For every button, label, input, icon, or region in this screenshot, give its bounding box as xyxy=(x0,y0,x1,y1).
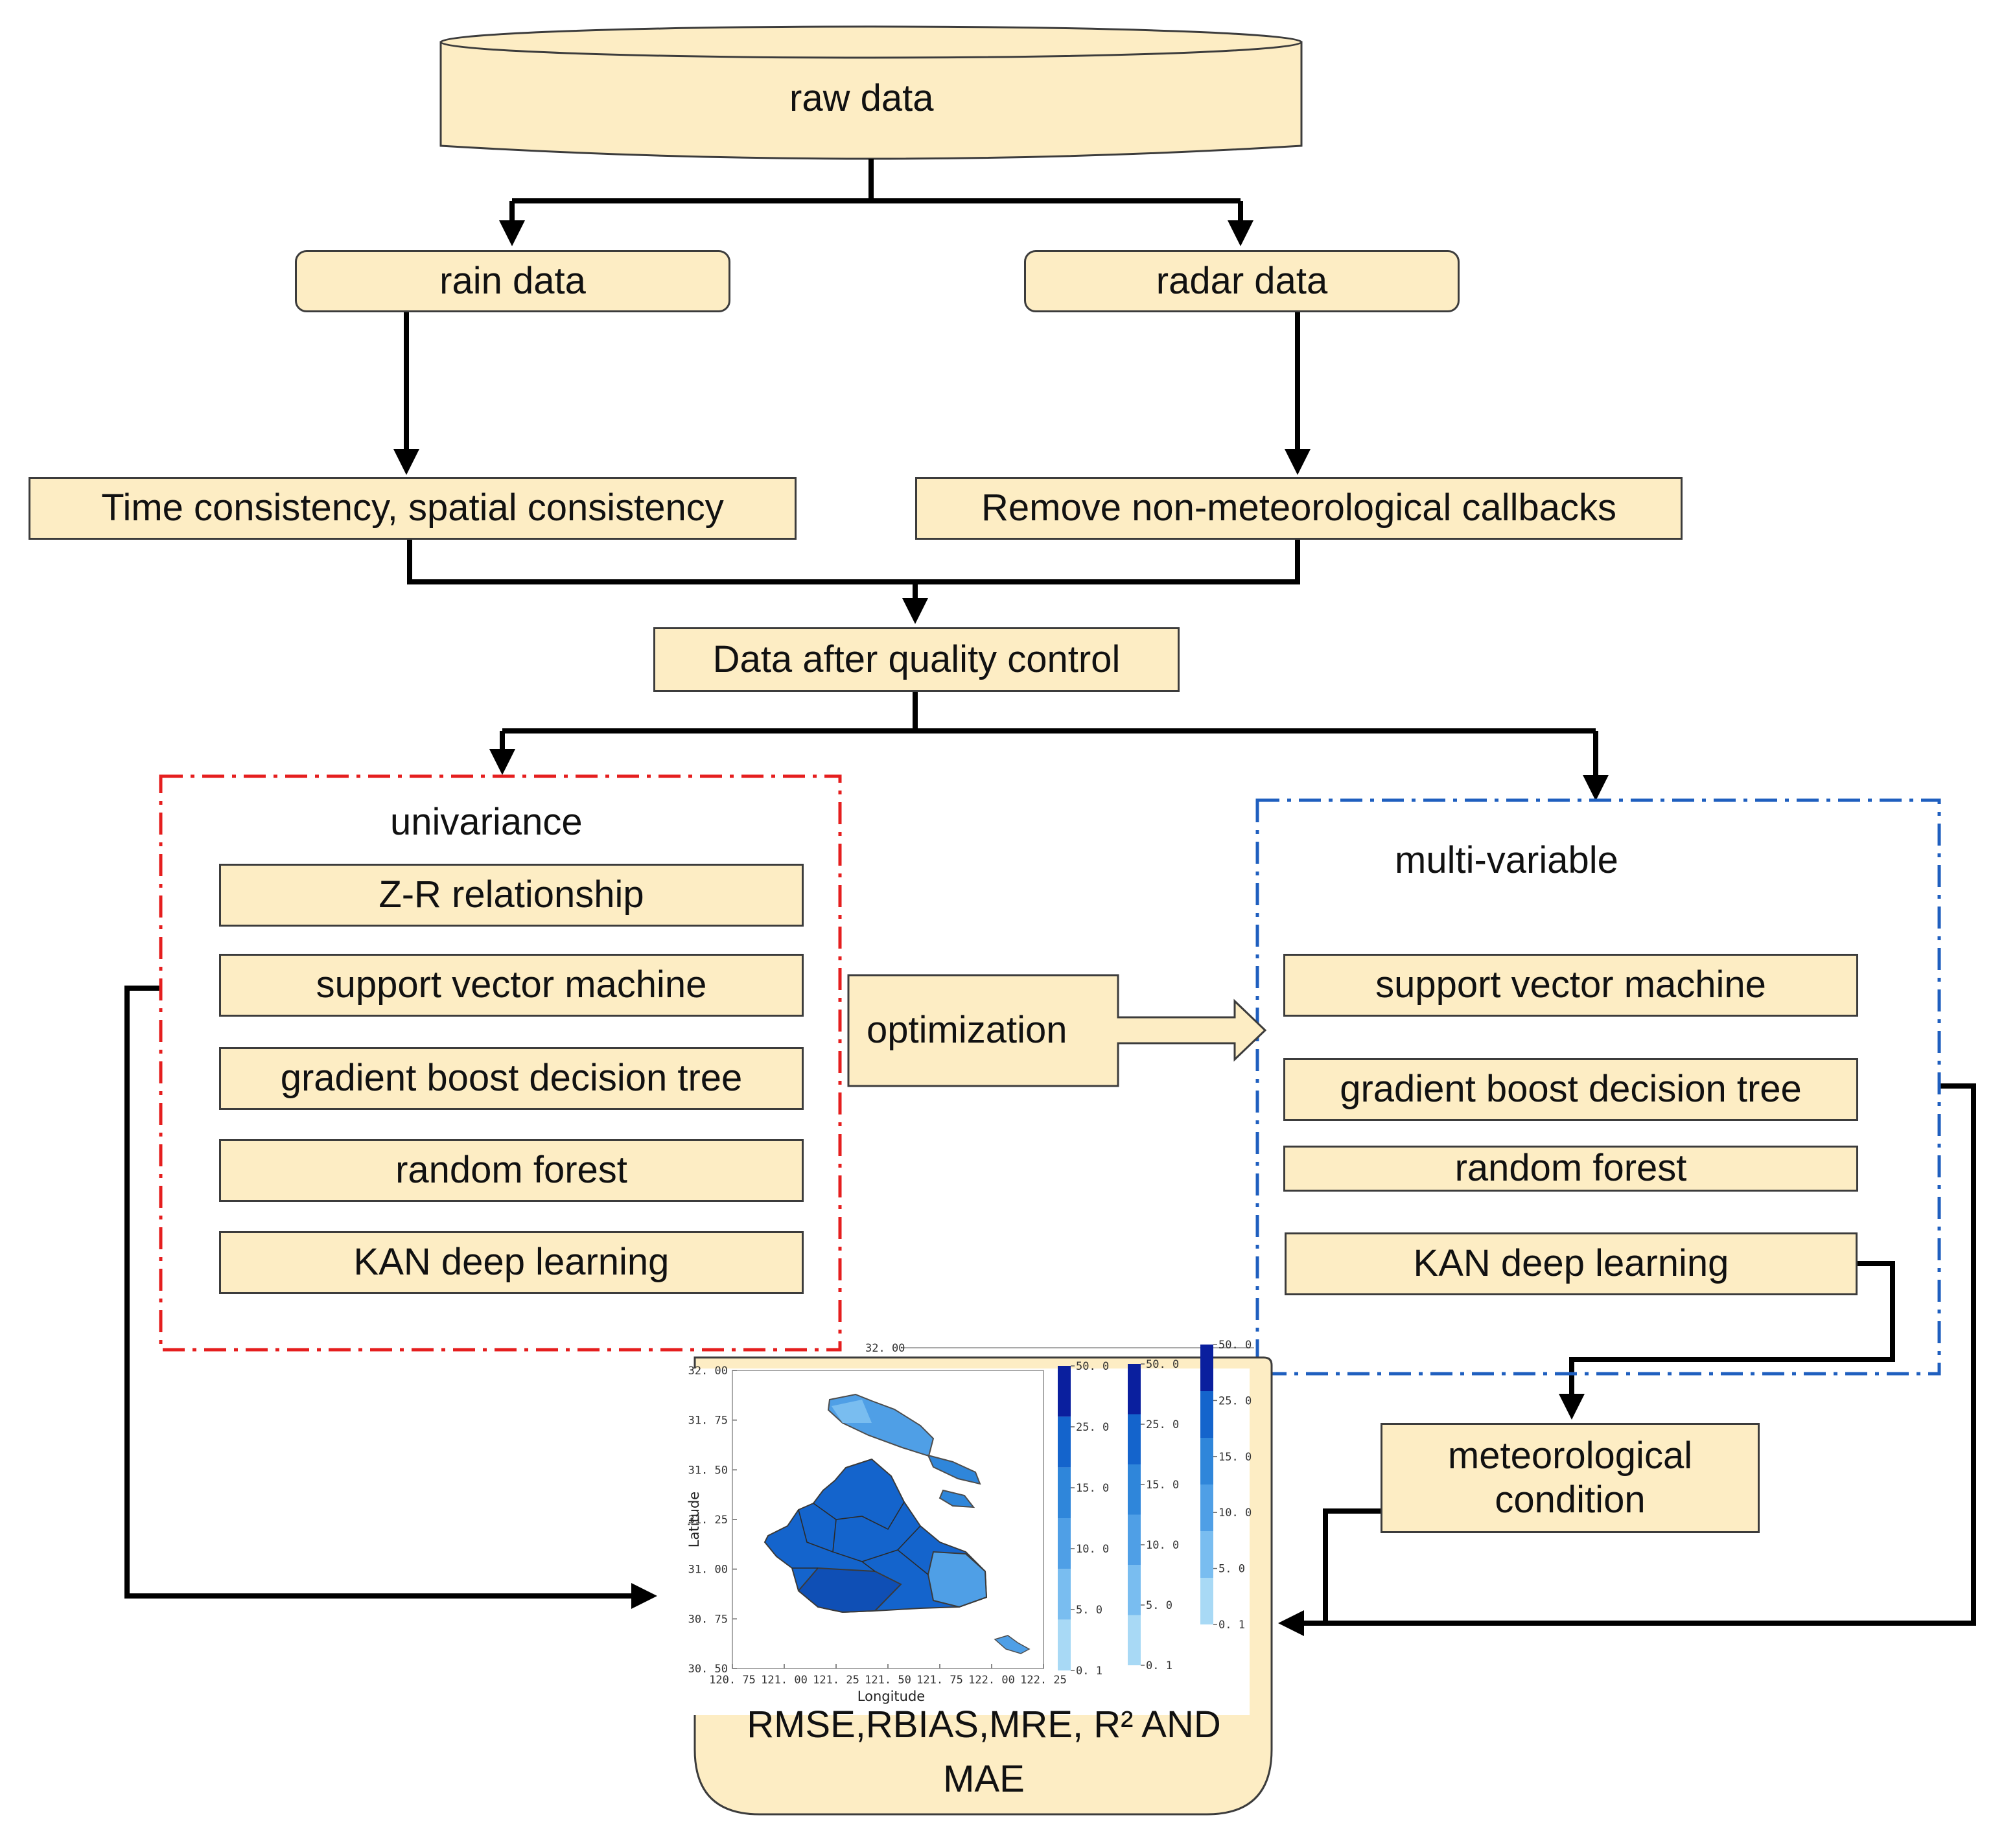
evaluation-metrics: RMSE,RBIAS,MRE, R² AND MAE xyxy=(700,1698,1268,1807)
colorbar-label: 10. 0 xyxy=(1218,1507,1252,1519)
colorbar-segment xyxy=(1128,1414,1141,1464)
colorbar-label: 15. 0 xyxy=(1076,1482,1109,1495)
flow-lines xyxy=(124,159,1976,1636)
multi-item-random-forest: random forest xyxy=(1283,1146,1858,1192)
colorbar-label: 15. 0 xyxy=(1146,1479,1179,1492)
island-hengsha xyxy=(938,1489,975,1508)
metrics-line-1: RMSE,RBIAS,MRE, R² AND xyxy=(747,1704,1221,1746)
colorbar-segment xyxy=(1200,1345,1213,1391)
colorbar-label: 25. 0 xyxy=(1218,1394,1252,1407)
colorbar-label: 25. 0 xyxy=(1076,1421,1109,1434)
raw-data-label: raw data xyxy=(789,77,934,119)
multivariable-title: multi-variable xyxy=(1395,839,1618,881)
y-tick-label: 31. 50 xyxy=(688,1464,728,1477)
uni-item-kan: KAN deep learning xyxy=(219,1231,804,1294)
x-tick-label: 122. 25 xyxy=(1020,1674,1067,1687)
y-tick-label: 31. 25 xyxy=(688,1514,728,1527)
arrow-multivariable-to-evaluation xyxy=(1278,1083,1976,1636)
y-tick-label: 31. 00 xyxy=(688,1564,728,1577)
x-tick-label: 121. 50 xyxy=(865,1674,911,1687)
y-tick-label: 32. 00 xyxy=(688,1365,728,1378)
uni-item-zr: Z-R relationship xyxy=(219,864,804,927)
x-tick-label: 120. 75 xyxy=(709,1674,756,1687)
arrow-to-meteorological-condition xyxy=(1559,1261,1895,1420)
colorbar-label: 10. 0 xyxy=(1146,1539,1179,1552)
colorbar-segment xyxy=(1128,1615,1141,1665)
time-spatial-consistency-box: Time consistency, spatial consistency xyxy=(29,477,797,540)
small-islands xyxy=(994,1635,1031,1654)
multi-item-svm: support vector machine xyxy=(1283,954,1858,1017)
colorbar-segment xyxy=(1058,1366,1071,1417)
colorbar-segment xyxy=(1058,1467,1071,1518)
optimization-label: optimization xyxy=(867,1009,1067,1051)
rain-data-box: rain data xyxy=(295,250,730,312)
region-south xyxy=(797,1567,902,1613)
remove-callbacks-box: Remove non-meteorological callbacks xyxy=(915,477,1683,540)
colorbar-segment xyxy=(1200,1531,1213,1578)
colorbars: 50. 0 25. 0 15. 0 10. 0 5. 0 0. 1 50. 0 25. 0 15… xyxy=(1058,1339,1252,1678)
y-tick-label: 30. 75 xyxy=(688,1613,728,1626)
y-tick-labels: 32. 00 31. 75 31. 50 31. 25 31. 00 30. 75 30. … xyxy=(688,1365,737,1676)
uni-item-svm: support vector machine xyxy=(219,954,804,1017)
x-tick-label: 121. 00 xyxy=(761,1674,808,1687)
colorbar-segment xyxy=(1200,1578,1213,1624)
y-tick-label: 31. 75 xyxy=(688,1415,728,1427)
colorbar-label: 50. 0 xyxy=(1218,1339,1252,1352)
map-top-tick: 32. 00 xyxy=(865,1342,905,1355)
district-borders xyxy=(792,1501,929,1575)
colorbar-segment xyxy=(1058,1569,1071,1620)
colorbar-segment xyxy=(1128,1364,1141,1415)
x-tick-label: 121. 75 xyxy=(916,1674,963,1687)
map-xlabel: Longitude xyxy=(857,1689,925,1704)
arrow-univariance-to-evaluation xyxy=(124,986,657,1609)
x-tick-label: 121. 25 xyxy=(813,1674,859,1687)
colorbar-label: 0. 1 xyxy=(1146,1659,1172,1672)
uni-item-gbdt: gradient boost decision tree xyxy=(219,1047,804,1110)
meteorological-condition-box: meteorological condition xyxy=(1381,1423,1760,1533)
x-tick-label: 122. 00 xyxy=(968,1674,1015,1687)
colorbar-label: 50. 0 xyxy=(1076,1360,1109,1373)
colorbar-segment xyxy=(1200,1391,1213,1438)
univariance-frame xyxy=(159,774,842,1352)
colorbar-segment xyxy=(1128,1565,1141,1615)
multi-item-kan: KAN deep learning xyxy=(1285,1232,1858,1295)
colorbar-label: 10. 0 xyxy=(1076,1543,1109,1556)
raw-data-cylinder xyxy=(439,25,1303,160)
colorbar-label: 0. 1 xyxy=(1218,1619,1245,1632)
colorbar-1: 50. 0 25. 0 15. 0 10. 0 5. 0 0. 1 xyxy=(1058,1360,1109,1678)
map-ylabel: Latitude xyxy=(686,1492,702,1547)
merge-line xyxy=(407,540,1300,584)
colorbar-2: 50. 0 25. 0 15. 0 10. 0 5. 0 0. 1 xyxy=(1128,1358,1179,1672)
colorbar-segment xyxy=(1200,1484,1213,1531)
colorbar-segment xyxy=(1058,1416,1071,1468)
colorbar-label: 50. 0 xyxy=(1146,1358,1179,1371)
region-east xyxy=(927,1551,988,1608)
colorbar-label: 5. 0 xyxy=(1076,1604,1102,1617)
colorbar-segment xyxy=(1128,1464,1141,1515)
island-changxing xyxy=(927,1454,981,1485)
x-tick-labels: 120. 75 121. 00 121. 25 121. 50 121. 75 122. … xyxy=(709,1664,1067,1687)
colorbar-label: 5. 0 xyxy=(1218,1563,1245,1576)
y-tick-label: 30. 50 xyxy=(688,1663,728,1676)
rainfall-map-figure: 32. 00 32. 00 31. 75 31. 50 31. 25 31. 00 30.… xyxy=(679,1339,1254,1715)
colorbar-segment xyxy=(1058,1518,1071,1569)
uni-item-random-forest: random forest xyxy=(219,1139,804,1202)
colorbar-3: 50. 0 25. 0 15. 0 10. 0 5. 0 0. 1 xyxy=(1200,1339,1252,1632)
multi-item-gbdt: gradient boost decision tree xyxy=(1283,1058,1858,1121)
optimization-arrow xyxy=(847,974,1267,1087)
multivariable-frame xyxy=(1255,798,1941,1376)
quality-control-box: Data after quality control xyxy=(653,627,1180,692)
colorbar-label: 5. 0 xyxy=(1146,1599,1172,1612)
radar-data-box: radar data xyxy=(1024,250,1460,312)
metrics-line-2: MAE xyxy=(943,1758,1025,1801)
colorbar-segment xyxy=(1128,1514,1141,1565)
colorbar-segment xyxy=(1200,1438,1213,1484)
meteorological-to-evaluation-line xyxy=(1323,1508,1381,1623)
colorbar-label: 0. 1 xyxy=(1076,1665,1102,1678)
univariance-title: univariance xyxy=(390,801,583,843)
colorbar-label: 15. 0 xyxy=(1218,1451,1252,1464)
colorbar-segment xyxy=(1058,1619,1071,1670)
colorbar-label: 25. 0 xyxy=(1146,1418,1179,1431)
